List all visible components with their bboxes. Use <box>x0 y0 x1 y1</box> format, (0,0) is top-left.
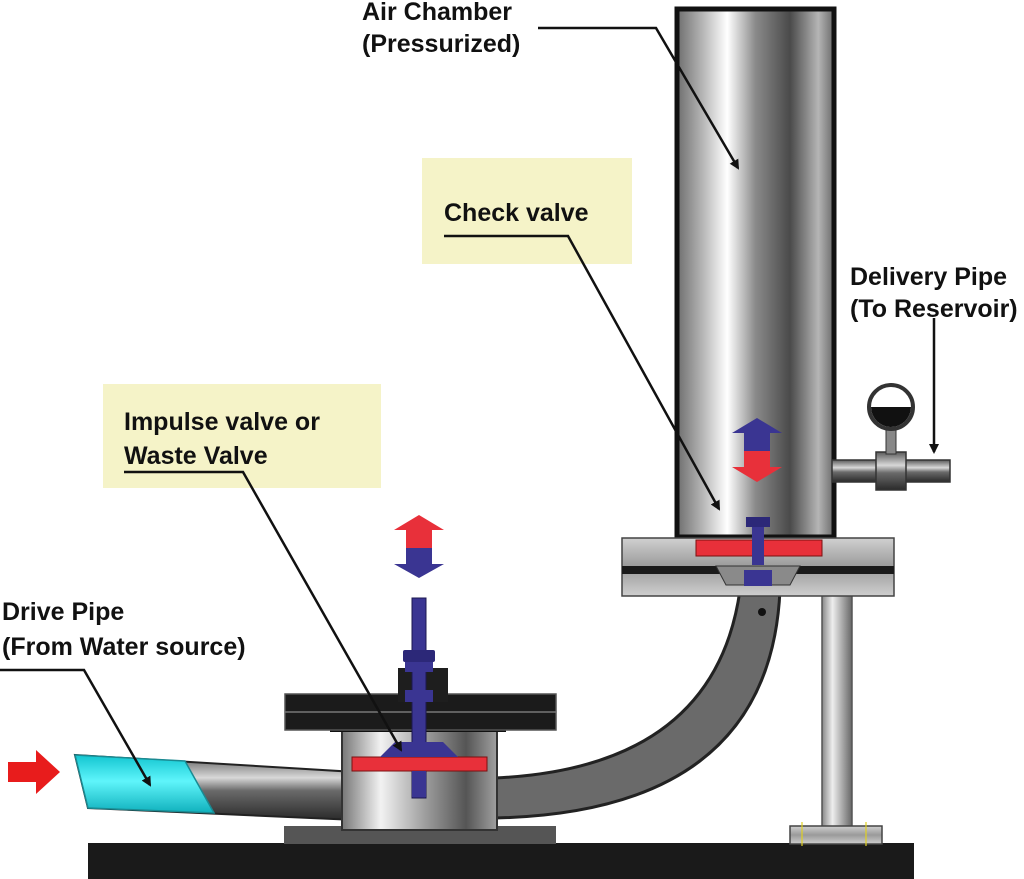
impulse-valve-leader <box>124 470 403 752</box>
waste-valve-down-arrow <box>394 548 444 578</box>
check-valve-callout-box <box>422 158 632 264</box>
waste-valve-nut-2 <box>405 662 433 672</box>
impulse-valve-callout-box <box>103 384 381 488</box>
delivery-pipe-label-1: Delivery Pipe <box>850 263 1007 291</box>
post-foot <box>789 825 883 845</box>
impulse-valve-label-1: Impulse valve or <box>124 408 320 436</box>
delivery-pipe-coupling <box>875 451 907 491</box>
inflow-arrow <box>8 750 60 794</box>
waste-valve-nut-3 <box>405 690 433 702</box>
check-valve-down-arrow <box>732 451 782 482</box>
check-valve-nut <box>746 517 770 527</box>
check-valve-stem <box>752 517 764 565</box>
drive-pipe-label-1: Drive Pipe <box>2 598 124 626</box>
check-valve-up-arrow <box>732 418 782 451</box>
waste-valve-disc <box>351 756 488 772</box>
air-chamber-leader <box>538 26 740 170</box>
check-valve-leader <box>444 234 721 511</box>
delivery-pipe-label-2: (To Reservoir) <box>850 295 1018 323</box>
waste-valve-nut <box>403 650 435 662</box>
air-chamber-label-2: (Pressurized) <box>362 30 520 58</box>
check-valve-lower-nut <box>744 570 772 586</box>
impulse-valve-label-2: Waste Valve <box>124 442 268 470</box>
waste-valve-up-arrow <box>394 515 444 548</box>
support-post <box>821 593 853 833</box>
drive-pipe-label-2: (From Water source) <box>2 633 246 661</box>
waste-valve-lower-stem <box>412 771 426 797</box>
drive-pipe-leader <box>0 668 152 787</box>
base-slab <box>88 843 914 879</box>
check-valve-label: Check valve <box>444 199 589 227</box>
pressure-gauge-fill <box>871 407 911 427</box>
air-chamber-label-1: Air Chamber <box>362 0 512 26</box>
pipe-bolt <box>758 608 766 616</box>
